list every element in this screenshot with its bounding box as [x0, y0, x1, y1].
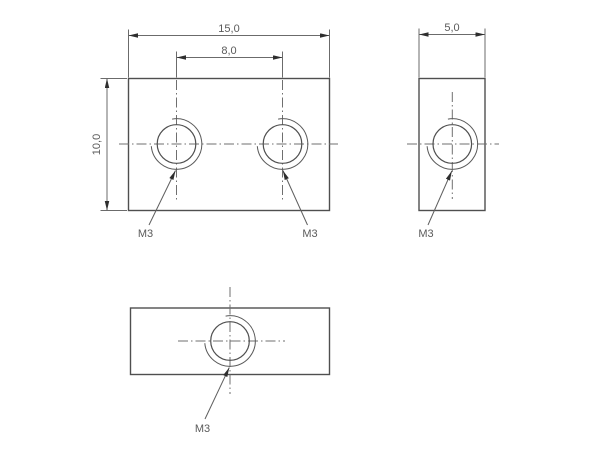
side-depth-dimension: 5,0 [418, 22, 486, 78]
bottom-hole-circle [210, 321, 250, 361]
bottom-thread-label: M3 [195, 423, 210, 435]
front-left-hole-callout: M3 [138, 170, 176, 240]
side-hole-circle [432, 124, 473, 164]
front-hole-spacing-dimension: 8,0 [176, 45, 283, 78]
front-height-dim-label: 10,0 [91, 134, 103, 155]
front-right-thread-arc [256, 118, 309, 170]
front-view: 15,0 8,0 10,0 M3 M3 [91, 23, 338, 240]
front-right-hole-callout: M3 [282, 170, 318, 240]
front-width-dim-label: 15,0 [218, 23, 239, 35]
side-view: 5,0 M3 [407, 22, 499, 240]
side-depth-dim-label: 5,0 [444, 22, 459, 34]
side-thread-label: M3 [418, 228, 433, 240]
leader-line [282, 170, 308, 226]
bottom-hole-callout: M3 [195, 367, 230, 435]
bottom-thread-arc [204, 315, 256, 367]
front-hole-spacing-dim-label: 8,0 [221, 45, 236, 57]
leader-line [427, 170, 453, 226]
front-left-thread-label: M3 [138, 228, 153, 240]
front-left-thread-arc [150, 118, 203, 170]
side-thread-arc [426, 118, 479, 170]
side-hole-callout: M3 [418, 170, 453, 240]
leader-line [148, 170, 176, 226]
front-height-dimension: 10,0 [91, 78, 127, 211]
front-left-hole-circle [156, 124, 197, 164]
front-right-hole-circle [262, 124, 303, 164]
leader-line [204, 367, 230, 420]
bottom-view: M3 [129, 287, 331, 435]
front-right-thread-label: M3 [302, 228, 317, 240]
front-width-dimension: 15,0 [128, 23, 330, 78]
